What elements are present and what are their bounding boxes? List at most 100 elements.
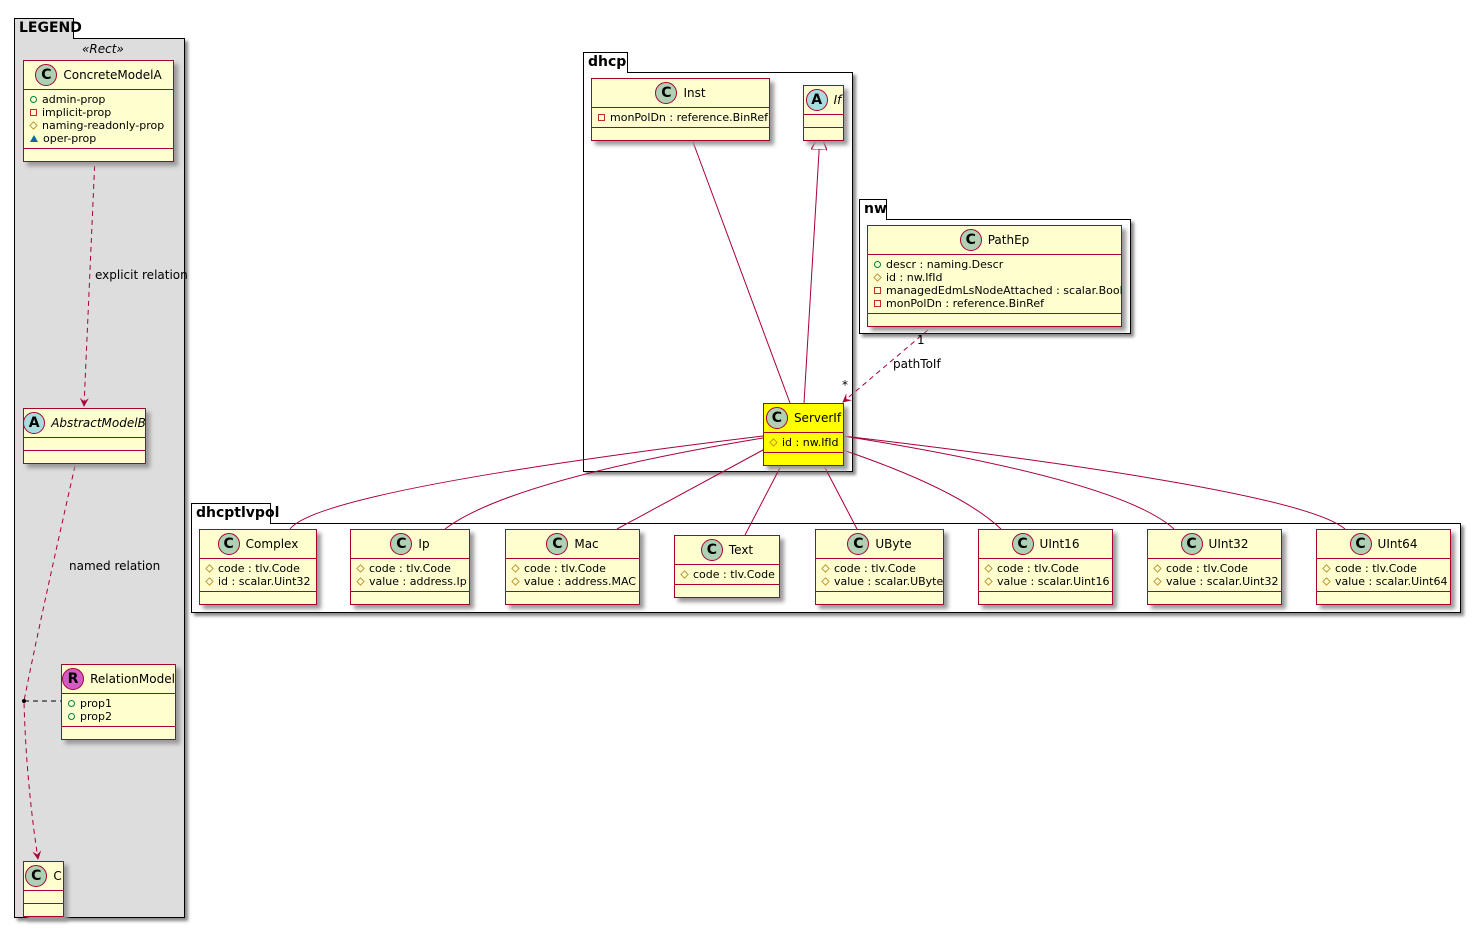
protected-visibility-icon: [984, 577, 993, 586]
attribute-text: value : scalar.Uint64: [1335, 575, 1448, 588]
attributes-section: [804, 115, 843, 128]
multiplicity-many: *: [842, 378, 848, 392]
text-composition: [744, 450, 790, 536]
attributes-section: [24, 891, 63, 904]
class-name: UInt16: [1039, 537, 1080, 551]
attribute: prop1: [68, 697, 169, 710]
attribute-text: prop2: [80, 710, 112, 723]
class-name: Complex: [245, 537, 299, 551]
class-abstractmodelb[interactable]: A AbstractModelB: [23, 408, 146, 464]
protected-visibility-icon: [821, 564, 830, 573]
class-name: If: [833, 93, 842, 107]
package-visibility-icon: [30, 135, 38, 142]
class-name: UInt32: [1208, 537, 1249, 551]
methods-section: [675, 585, 779, 597]
named-relation-edge: [23, 456, 78, 860]
dhcptlvpol-package-tab: dhcptlvpol: [191, 503, 279, 524]
uint16-composition: [830, 443, 1002, 530]
attribute-text: managedEdmLsNodeAttached : scalar.Bool: [886, 284, 1123, 297]
protected-visibility-icon: [356, 577, 365, 586]
attribute-text: id : nw.IfId: [886, 271, 943, 284]
attribute-text: value : scalar.Uint16: [997, 575, 1110, 588]
protected-visibility-icon: [511, 564, 520, 573]
attribute-text: prop1: [80, 697, 112, 710]
attribute: admin-prop: [30, 93, 167, 106]
protected-visibility-icon: [1153, 564, 1162, 573]
attribute-text: value : address.MAC: [524, 575, 636, 588]
methods-section: [24, 149, 173, 161]
attribute: value : scalar.Uint16: [984, 575, 1110, 588]
class-icon: C: [765, 407, 788, 429]
public-visibility-icon: [30, 96, 37, 103]
class-name: UByte: [875, 537, 912, 551]
attribute: code : tlv.Code: [821, 562, 937, 575]
class-icon: C: [655, 82, 678, 104]
protected-visibility-icon: [873, 273, 882, 282]
attributes-section: id : nw.IfId: [764, 433, 843, 453]
ip-composition: [444, 432, 776, 530]
class-icon: C: [700, 539, 723, 561]
attribute: code : tlv.Code: [356, 562, 463, 575]
abstract-icon: A: [23, 412, 46, 434]
attribute: code : tlv.Code: [205, 562, 310, 575]
attribute-text: value : address.Ip: [369, 575, 467, 588]
private-visibility-icon: [598, 114, 605, 121]
dhcp-package-tab: dhcp: [583, 52, 628, 73]
protected-visibility-icon: [821, 577, 830, 586]
attribute: oper-prop: [30, 132, 167, 145]
attribute-text: id : scalar.Uint32: [218, 575, 311, 588]
attribute: value : scalar.Uint64: [1322, 575, 1448, 588]
uint64-composition: [829, 430, 1346, 530]
public-visibility-icon: [874, 261, 881, 268]
methods-section: [868, 314, 1121, 326]
protected-visibility-icon: [680, 570, 689, 579]
protected-visibility-icon: [1322, 577, 1331, 586]
methods-section: [1317, 592, 1450, 604]
relation-junction-dot: [22, 699, 26, 703]
attribute: code : tlv.Code: [1322, 562, 1444, 575]
class-name: UInt64: [1377, 537, 1418, 551]
attribute: managedEdmLsNodeAttached : scalar.Bool: [874, 284, 1123, 297]
multiplicity-one: 1: [917, 333, 925, 347]
ubyte-composition: [815, 450, 858, 530]
class-name: AbstractModelB: [51, 416, 146, 430]
attribute-text: value : scalar.UByte: [834, 575, 944, 588]
class-name: Ip: [418, 537, 430, 551]
mac-composition: [616, 443, 775, 530]
attribute: id : scalar.Uint32: [205, 575, 311, 588]
protected-visibility-icon: [511, 577, 520, 586]
methods-section: [592, 128, 769, 140]
protected-visibility-icon: [1153, 577, 1162, 586]
attribute-text: code : tlv.Code: [693, 568, 775, 581]
